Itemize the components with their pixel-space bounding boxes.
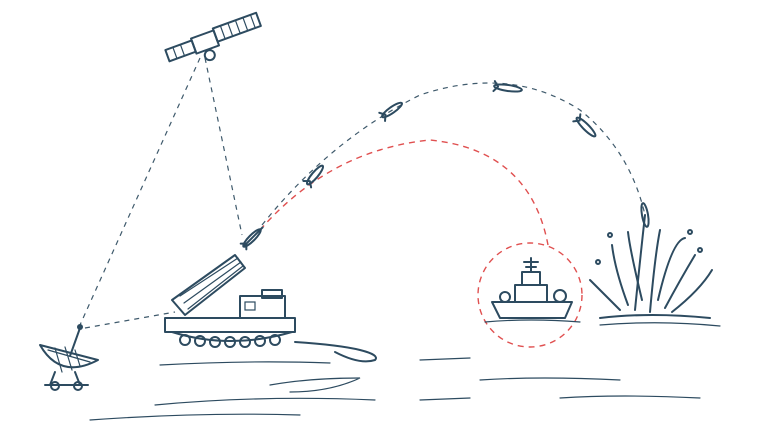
splash-icon bbox=[589, 214, 713, 319]
missile-icon bbox=[378, 101, 403, 122]
missile-icon bbox=[640, 202, 650, 228]
missile-icon bbox=[492, 80, 523, 93]
satellite-dish-icon bbox=[39, 324, 99, 391]
ground-strokes bbox=[89, 322, 721, 421]
missile-icon bbox=[572, 113, 597, 138]
missiles bbox=[239, 80, 650, 251]
satellite-icon bbox=[164, 11, 262, 63]
missile-icon bbox=[239, 226, 264, 251]
target-circle bbox=[477, 242, 583, 348]
warship-icon bbox=[484, 257, 581, 323]
missile-launcher-truck-icon bbox=[164, 254, 377, 363]
missile-trajectory bbox=[261, 82, 646, 226]
satellite-links bbox=[79, 57, 243, 329]
target-trajectory bbox=[259, 139, 549, 246]
missile-icon bbox=[302, 164, 325, 189]
